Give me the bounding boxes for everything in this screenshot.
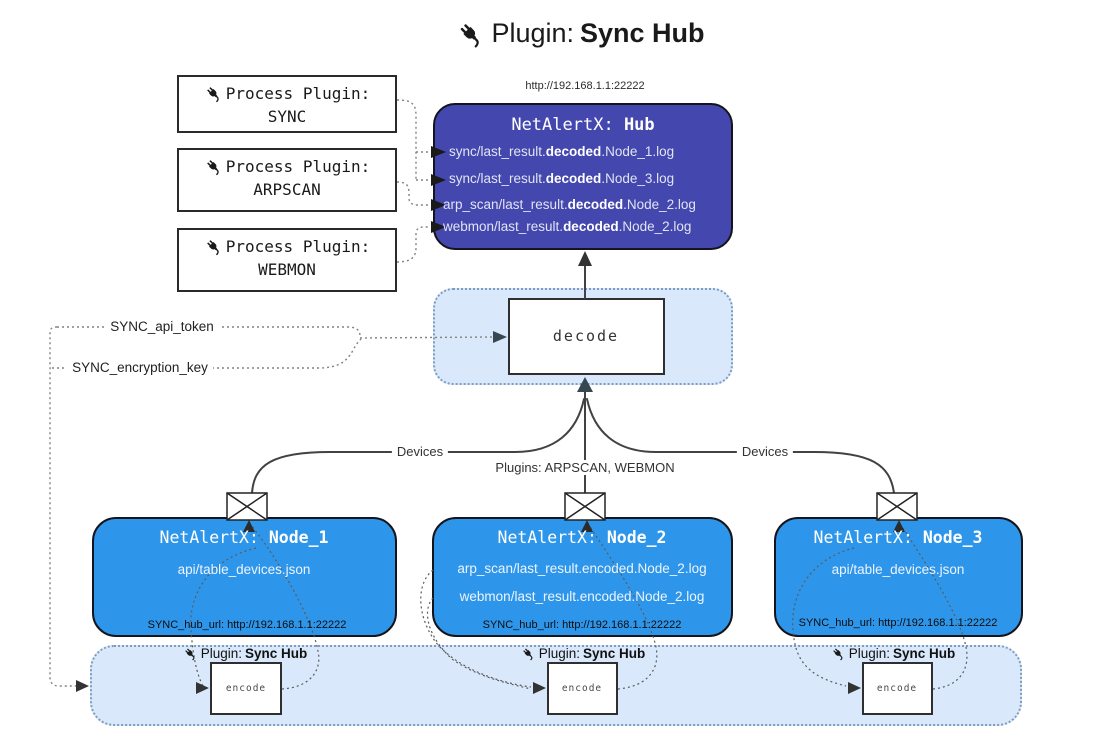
sync-encryption-key-label: SYNC_encryption_key <box>67 360 213 375</box>
plug-icon <box>185 648 195 661</box>
node2-file: arp_scan/last_result.encoded.Node_2.log <box>457 561 707 576</box>
envelope-icon <box>226 492 268 521</box>
envelope-icon <box>564 492 606 521</box>
node3-hub-url: SYNC_hub_url: http://192.168.1.1:22222 <box>798 617 998 629</box>
hub-file-bold: decoded <box>545 144 602 159</box>
arrowhead-into-hub <box>578 251 592 266</box>
hub-file-pre: sync/last_result. <box>449 144 546 159</box>
hub-file-post: .Node_2.log <box>618 219 692 234</box>
hub-url-label: http://192.168.1.1:22222 <box>525 80 645 92</box>
node1-file: api/table_devices.json <box>177 562 311 577</box>
envelope-icon <box>876 492 918 521</box>
hub-file-post: .Node_3.log <box>601 171 675 186</box>
process-plugin-name: WEBMON <box>258 260 316 279</box>
page-title: Plugin: Sync Hub <box>455 18 705 49</box>
hub-file-line: webmon/last_result.decoded.Node_2.log <box>443 219 691 234</box>
hub-file-bold: decoded <box>545 171 602 186</box>
process-plugin-box-arpscan: Process Plugin: ARPSCAN <box>177 148 397 212</box>
plug-icon <box>833 648 843 661</box>
plug-icon <box>207 240 219 256</box>
node3-title: NetAlertX: Node_3 <box>814 528 983 547</box>
hub-file-post: .Node_1.log <box>601 144 675 159</box>
node-title-name: Node_2 <box>606 528 667 547</box>
page-title-label: Plugin: <box>491 18 575 48</box>
hub-title-name: Hub <box>623 115 655 135</box>
page-title-name: Sync Hub <box>580 18 705 48</box>
band-plugin-label-node3: Plugin: Sync Hub <box>831 646 956 661</box>
envelopes <box>226 492 918 521</box>
plug-icon <box>460 23 479 47</box>
hub-file-pre: sync/last_result. <box>449 171 546 186</box>
decode-box <box>508 298 665 375</box>
hub-file-bold: decoded <box>567 197 624 212</box>
wire-sync-plugin <box>396 99 417 180</box>
node-title-prefix: NetAlertX: <box>159 528 259 547</box>
band-plugin-name: Sync Hub <box>245 646 308 661</box>
encode-label-node3: encode <box>876 683 918 694</box>
wire-webmon-plugin <box>396 226 429 263</box>
band-plugin-name: Sync Hub <box>583 646 646 661</box>
edge-label-plugins: Plugins: ARPSCAN, WEBMON <box>490 460 680 475</box>
band-plugin-label-node1: Plugin: Sync Hub <box>183 646 308 661</box>
node1-hub-url: SYNC_hub_url: http://192.168.1.1:22222 <box>147 619 347 631</box>
band-plugin-label: Plugin: <box>848 646 891 661</box>
band-plugin-label: Plugin: <box>538 646 581 661</box>
edge-label-devices-right: Devices <box>736 444 794 459</box>
arrowhead-into-band <box>76 680 89 692</box>
node2-title: NetAlertX: Node_2 <box>498 528 667 547</box>
hub-file-post: .Node_2.log <box>623 197 696 212</box>
edge-label-devices-left: Devices <box>391 444 449 459</box>
decode-label: decode <box>552 327 620 345</box>
process-plugin-box-sync: Process Plugin: SYNC <box>177 75 397 133</box>
node-title-name: Node_3 <box>922 528 983 547</box>
node2-hub-url: SYNC_hub_url: http://192.168.1.1:22222 <box>482 619 682 631</box>
wire-arpscan-plugin <box>396 181 429 206</box>
hub-file-pre: webmon/last_result. <box>443 219 564 234</box>
band-plugin-label: Plugin: <box>200 646 243 661</box>
hub-file-line: sync/last_result.decoded.Node_3.log <box>449 171 674 186</box>
sync-api-token-label: SYNC_api_token <box>105 319 219 334</box>
band-plugin-name: Sync Hub <box>893 646 956 661</box>
node-title-prefix: NetAlertX: <box>497 528 597 547</box>
band-plugin-label-node2: Plugin: Sync Hub <box>521 646 646 661</box>
node1-title: NetAlertX: Node_1 <box>160 528 329 547</box>
process-plugin-label: Process Plugin: <box>225 237 371 256</box>
hub-title: NetAlertX: Hub <box>511 115 654 135</box>
hub-box <box>433 103 733 250</box>
hub-file-line: sync/last_result.decoded.Node_1.log <box>449 144 674 159</box>
hub-title-prefix: NetAlertX: <box>511 115 614 135</box>
node-title-prefix: NetAlertX: <box>813 528 913 547</box>
node3-file: api/table_devices.json <box>831 562 965 577</box>
process-plugin-name: SYNC <box>267 107 307 126</box>
process-plugin-label: Process Plugin: <box>225 84 371 103</box>
wire-tokens-to-band <box>49 326 76 687</box>
node-title-name: Node_1 <box>268 528 329 547</box>
hub-file-pre: arp_scan/last_result. <box>443 197 568 212</box>
plug-icon <box>207 87 219 103</box>
plug-icon <box>523 648 533 661</box>
plug-icon <box>207 160 219 176</box>
process-plugin-name: ARPSCAN <box>253 180 321 199</box>
encode-label-node1: encode <box>225 683 267 694</box>
process-plugin-box-webmon: Process Plugin: WEBMON <box>177 228 397 292</box>
encode-label-node2: encode <box>561 683 603 694</box>
hub-file-bold: decoded <box>563 219 619 234</box>
process-plugin-label: Process Plugin: <box>225 157 371 176</box>
hub-file-line: arp_scan/last_result.decoded.Node_2.log <box>443 197 696 212</box>
node2-file: webmon/last_result.encoded.Node_2.log <box>459 589 705 604</box>
